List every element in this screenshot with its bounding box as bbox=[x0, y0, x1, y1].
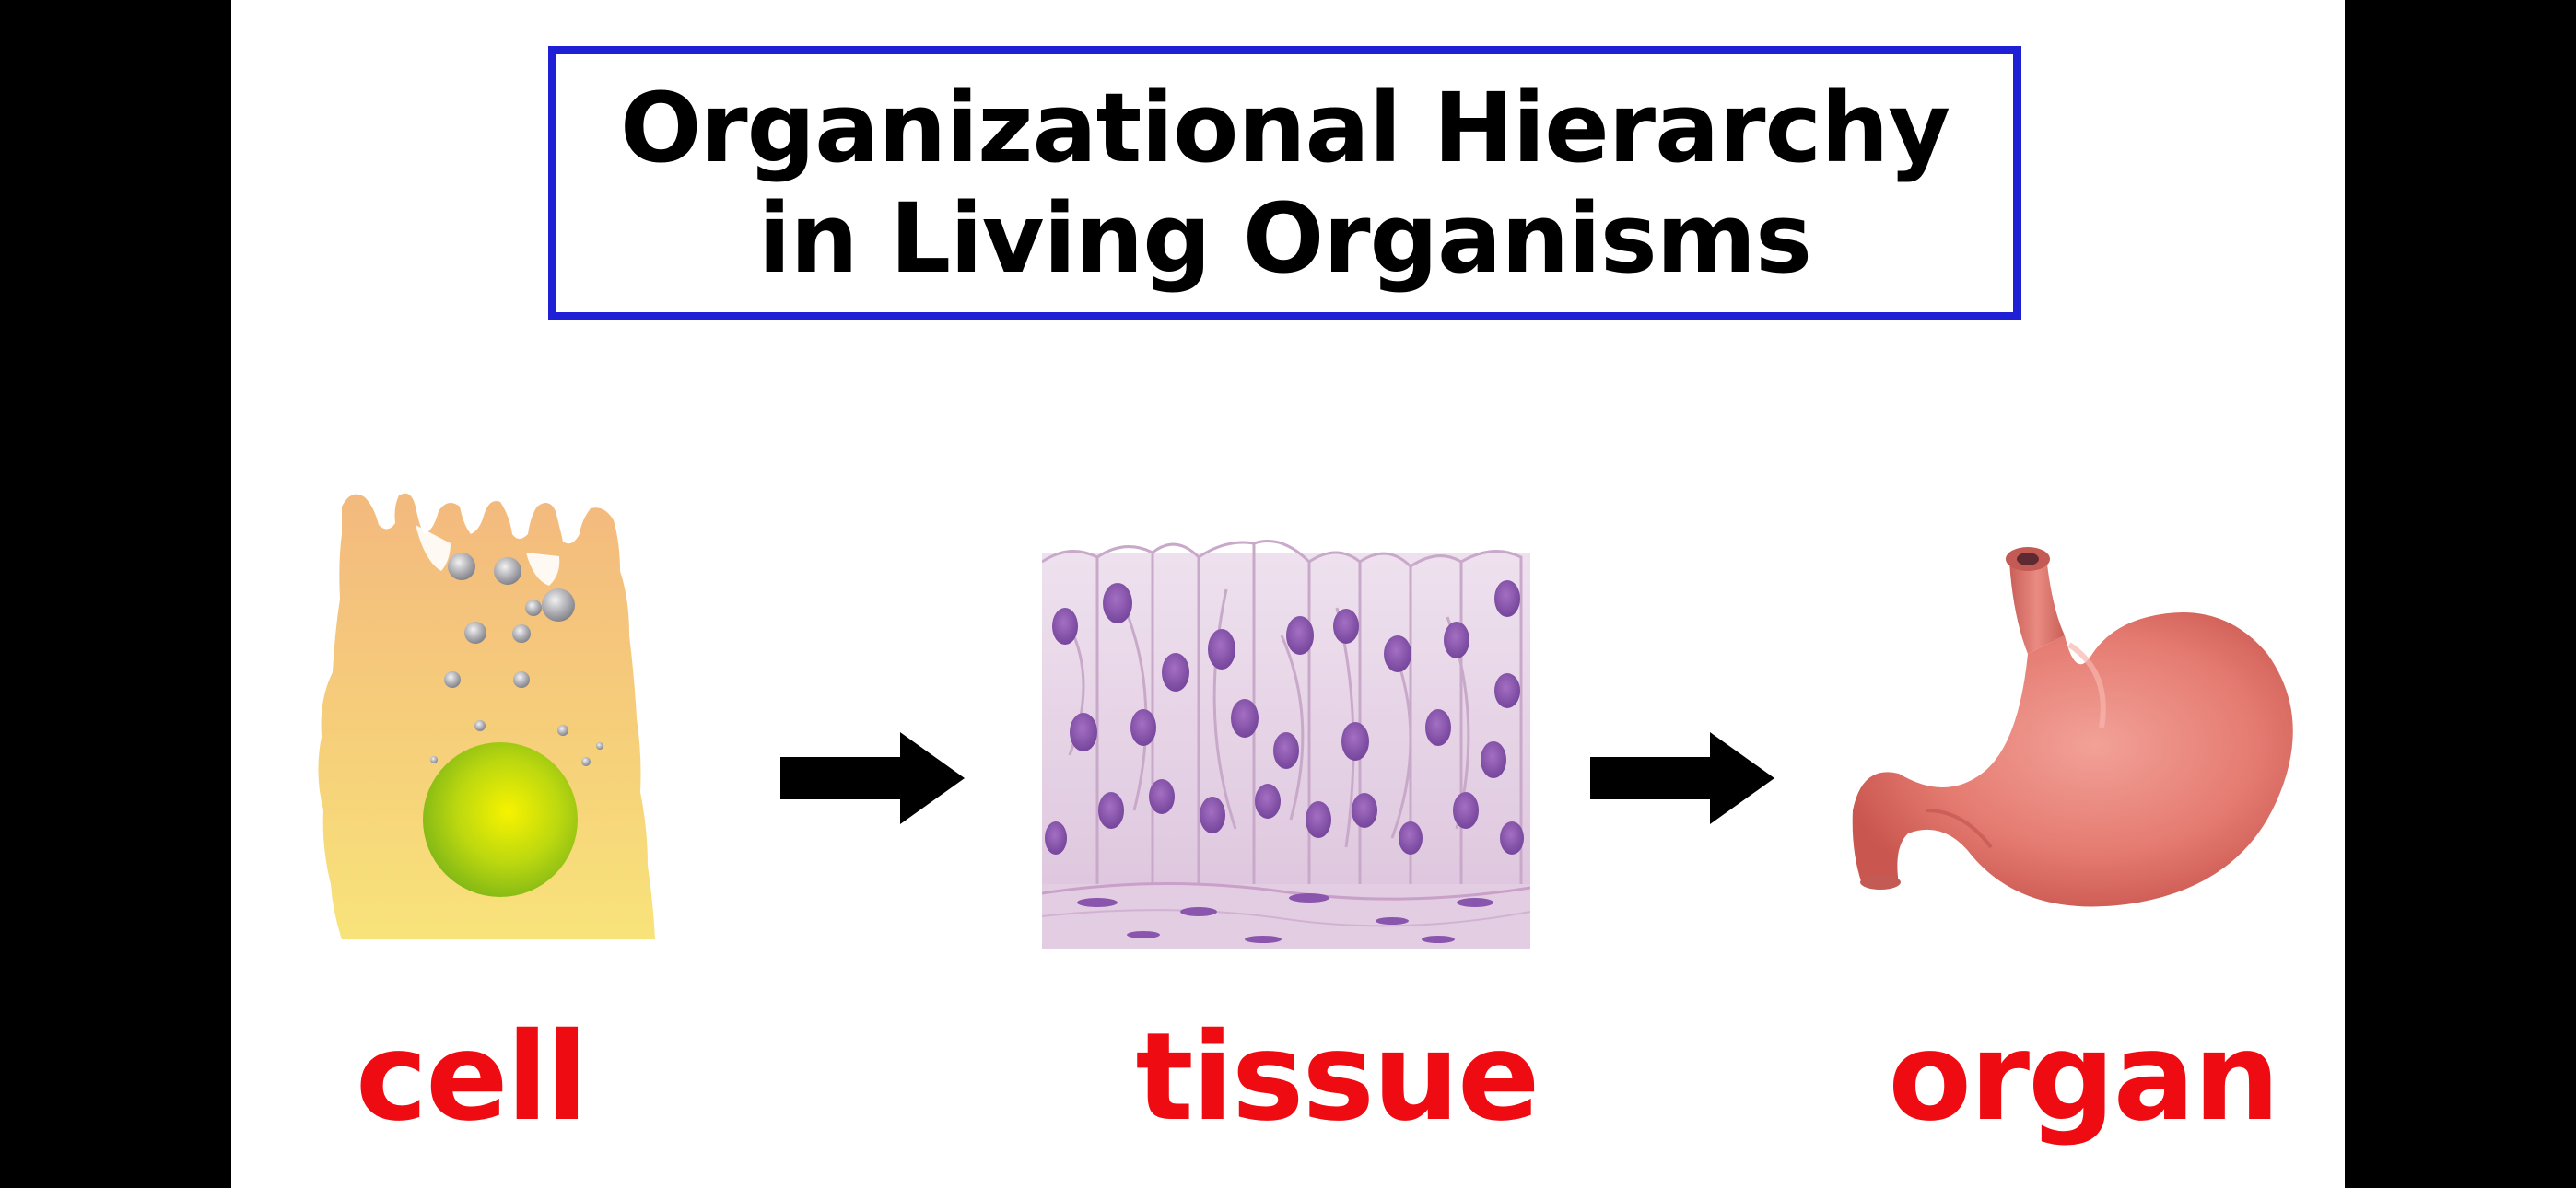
cell-nuclei bbox=[1045, 580, 1524, 855]
cell-columns bbox=[1042, 540, 1523, 884]
title-box: Organizational Hierarchy in Living Organ… bbox=[548, 46, 2021, 320]
arrow-right-icon bbox=[780, 732, 965, 824]
title-line-2: in Living Organisms bbox=[757, 182, 1812, 295]
arrow-right-icon bbox=[1590, 732, 1774, 824]
slide: Organizational Hierarchy in Living Organ… bbox=[231, 0, 2345, 1188]
label-cell: cell bbox=[355, 1007, 588, 1148]
label-organ: organ bbox=[1888, 1007, 2279, 1148]
stomach-icon bbox=[1852, 547, 2293, 907]
tissue-icon bbox=[1042, 540, 1530, 949]
connective-layer bbox=[1042, 884, 1530, 949]
nucleus bbox=[423, 742, 578, 897]
stomach-body bbox=[1852, 612, 2293, 907]
cell-icon bbox=[318, 493, 655, 939]
esophagus bbox=[2009, 556, 2065, 654]
title-line-1: Organizational Hierarchy bbox=[619, 72, 1950, 184]
label-tissue: tissue bbox=[1135, 1007, 1540, 1148]
